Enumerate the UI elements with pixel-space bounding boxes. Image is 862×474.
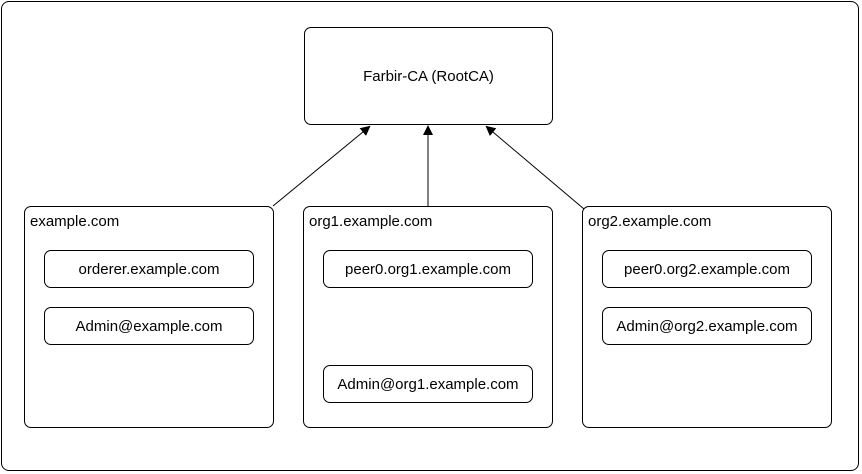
arrow-example-to-root xyxy=(272,125,371,207)
org-box-org2: org2.example.com peer0.org2.example.com … xyxy=(582,206,832,428)
node-peer0-org1: peer0.org1.example.com xyxy=(323,250,533,288)
node-label: peer0.org2.example.com xyxy=(624,260,790,278)
node-label: Admin@org2.example.com xyxy=(616,317,798,335)
node-admin-example: Admin@example.com xyxy=(44,307,254,345)
node-label: Admin@org1.example.com xyxy=(337,375,519,393)
org-box-example: example.com orderer.example.com Admin@ex… xyxy=(24,206,274,428)
node-label: peer0.org1.example.com xyxy=(345,260,511,278)
node-label: Admin@example.com xyxy=(75,317,223,335)
root-ca-label: Farbir-CA (RootCA) xyxy=(363,67,494,85)
org-title: example.com xyxy=(30,213,120,230)
node-peer0-org2: peer0.org2.example.com xyxy=(602,250,812,288)
org-title: org1.example.com xyxy=(309,213,433,230)
org-box-org1: org1.example.com peer0.org1.example.com … xyxy=(303,206,553,428)
org-title: org2.example.com xyxy=(588,213,712,230)
root-ca-box: Farbir-CA (RootCA) xyxy=(304,27,553,125)
node-label: orderer.example.com xyxy=(78,260,220,278)
node-admin-org1: Admin@org1.example.com xyxy=(323,365,533,403)
node-orderer: orderer.example.com xyxy=(44,250,254,288)
arrow-org2-to-root xyxy=(485,125,585,210)
node-admin-org2: Admin@org2.example.com xyxy=(602,307,812,345)
